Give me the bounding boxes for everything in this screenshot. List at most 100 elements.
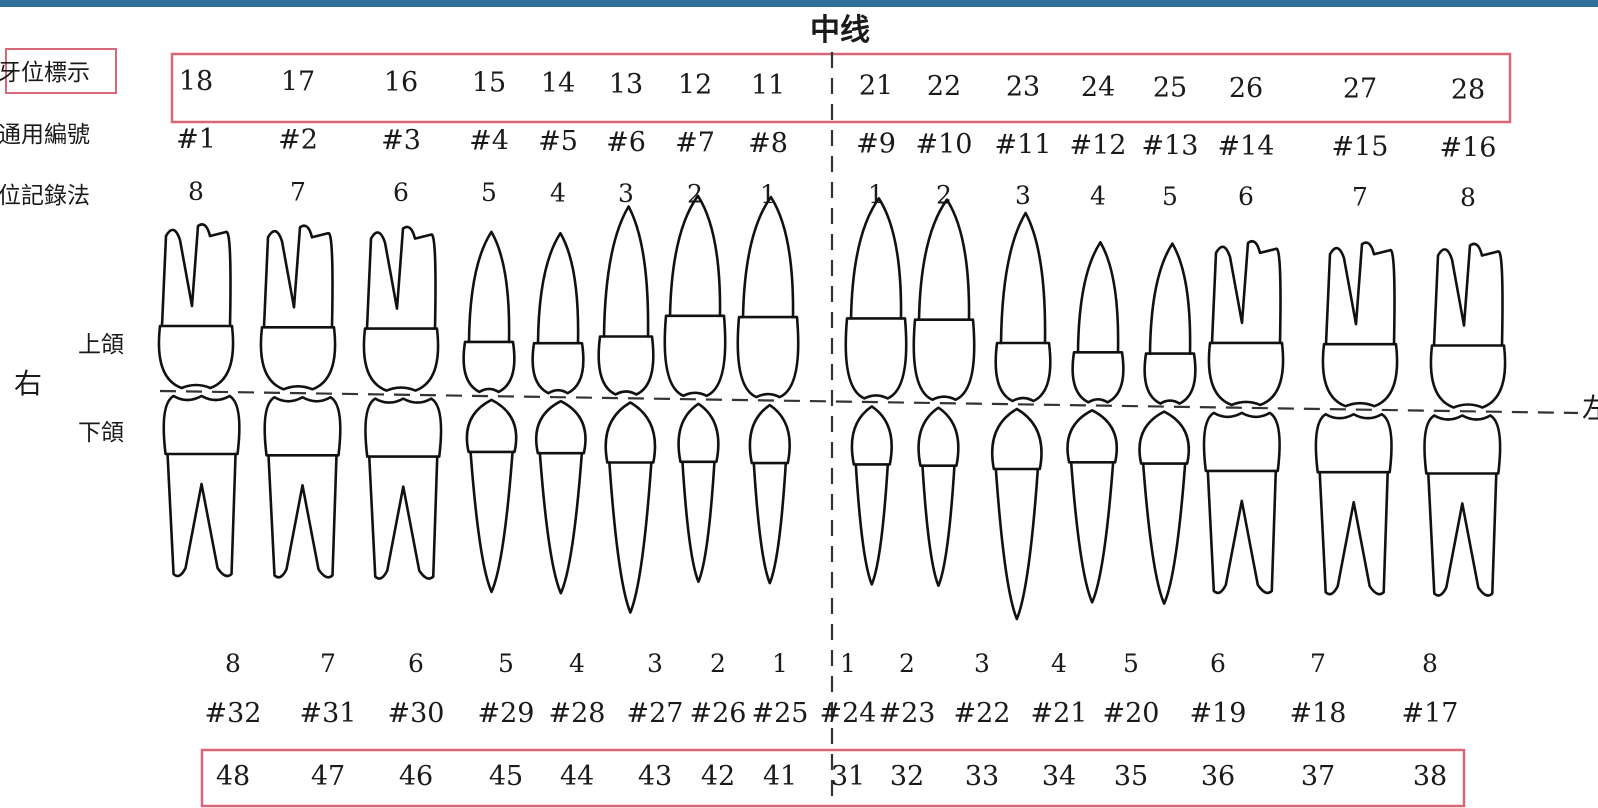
lower-palmer-number: 3 bbox=[974, 649, 990, 678]
lower-tooth-root bbox=[1428, 474, 1496, 596]
upper-tooth-root bbox=[538, 233, 578, 343]
upper-universal-number: #4 bbox=[469, 126, 509, 157]
lower-palmer-number: 4 bbox=[569, 649, 585, 678]
lower-universal-number: #18 bbox=[1290, 698, 1347, 729]
upper-tooth-crown bbox=[364, 329, 438, 391]
lower-tooth-crown bbox=[365, 399, 441, 457]
upper-universal-number: #6 bbox=[606, 127, 646, 158]
upper-universal-number: #13 bbox=[1142, 131, 1199, 162]
upper-fdi-number: 25 bbox=[1153, 73, 1187, 104]
upper-fdi-number: 21 bbox=[859, 70, 893, 101]
upper-tooth-crown bbox=[1323, 344, 1397, 406]
lower-universal-number: #23 bbox=[879, 698, 936, 729]
upper-fdi-number: 11 bbox=[751, 70, 785, 101]
lower-fdi-number: 36 bbox=[1201, 761, 1235, 792]
lower-palmer-number: 2 bbox=[710, 649, 726, 678]
upper-tooth-root bbox=[1212, 241, 1281, 343]
upper-tooth-root bbox=[1434, 244, 1503, 346]
lower-universal-number: #25 bbox=[752, 698, 809, 729]
upper-palmer-number: 8 bbox=[1460, 183, 1476, 212]
lower-tooth-crown bbox=[852, 406, 892, 464]
upper-fdi-number: 14 bbox=[541, 68, 575, 99]
lower-palmer-number: 5 bbox=[1123, 649, 1139, 678]
upper-tooth-root bbox=[1150, 244, 1190, 354]
lower-tooth-root bbox=[996, 469, 1038, 619]
lower-tooth-root bbox=[1143, 464, 1185, 604]
lower-fdi-number: 34 bbox=[1042, 761, 1076, 792]
lower-tooth-root bbox=[609, 463, 651, 613]
upper-tooth-crown bbox=[738, 317, 798, 397]
upper-universal-number: #3 bbox=[381, 125, 421, 156]
upper-fdi-frame bbox=[172, 54, 1510, 122]
lower-fdi-number: 41 bbox=[763, 761, 797, 792]
upper-tooth-crown bbox=[1209, 343, 1283, 405]
upper-tooth-root bbox=[743, 197, 793, 317]
upper-tooth-crown bbox=[914, 320, 974, 400]
lower-fdi-number: 46 bbox=[399, 761, 433, 792]
upper-tooth-root bbox=[264, 226, 333, 328]
upper-tooth-crown bbox=[1145, 354, 1196, 404]
upper-tooth-root bbox=[1078, 242, 1118, 352]
upper-universal-number: #16 bbox=[1440, 132, 1497, 163]
lower-tooth-crown bbox=[1140, 412, 1189, 464]
lower-fdi-number: 48 bbox=[216, 761, 250, 792]
lower-fdi-number: 33 bbox=[965, 761, 999, 792]
upper-tooth-root bbox=[670, 196, 720, 316]
lower-tooth-crown bbox=[1204, 413, 1280, 471]
upper-tooth-crown bbox=[846, 318, 906, 398]
lower-palmer-number: 3 bbox=[647, 649, 663, 678]
upper-tooth-root bbox=[604, 207, 648, 337]
upper-tooth-root bbox=[162, 224, 231, 326]
lower-tooth-root bbox=[540, 453, 582, 593]
lower-tooth-root bbox=[471, 452, 513, 592]
lower-fdi-number: 47 bbox=[311, 761, 345, 792]
lower-tooth-root bbox=[1208, 471, 1276, 593]
upper-universal-number: #7 bbox=[675, 127, 715, 158]
lower-palmer-number: 1 bbox=[840, 649, 856, 678]
upper-tooth-root bbox=[851, 198, 901, 318]
upper-palmer-number: 3 bbox=[618, 179, 634, 208]
upper-tooth-crown bbox=[599, 337, 654, 395]
lower-palmer-number: 7 bbox=[1310, 649, 1326, 678]
upper-tooth-root bbox=[1001, 213, 1045, 343]
lower-tooth-crown bbox=[919, 408, 959, 466]
lower-tooth-crown bbox=[606, 403, 655, 463]
lower-palmer-number: 7 bbox=[320, 649, 336, 678]
upper-fdi-number: 27 bbox=[1343, 74, 1377, 105]
upper-fdi-number: 22 bbox=[927, 71, 961, 102]
upper-palmer-number: 5 bbox=[1162, 182, 1178, 211]
lower-palmer-number: 8 bbox=[225, 649, 241, 678]
lower-universal-number: #24 bbox=[820, 698, 877, 729]
lower-tooth-root bbox=[269, 455, 337, 577]
lower-universal-number: #30 bbox=[388, 698, 445, 729]
lower-palmer-number: 2 bbox=[899, 649, 915, 678]
upper-universal-number: #10 bbox=[916, 129, 973, 160]
lower-palmer-number: 5 bbox=[498, 649, 514, 678]
upper-fdi-number: 13 bbox=[609, 69, 643, 100]
lower-fdi-number: 42 bbox=[701, 761, 735, 792]
upper-palmer-number: 3 bbox=[1015, 181, 1031, 210]
lower-palmer-number: 6 bbox=[1210, 649, 1226, 678]
lower-fdi-number: 35 bbox=[1114, 761, 1148, 792]
lower-tooth-crown bbox=[1316, 414, 1392, 472]
upper-fdi-number: 18 bbox=[179, 66, 213, 97]
lower-tooth-crown bbox=[164, 396, 240, 454]
lower-tooth-root bbox=[1071, 462, 1113, 602]
lower-tooth-crown bbox=[1425, 416, 1501, 474]
upper-universal-number: #15 bbox=[1332, 132, 1389, 163]
lower-universal-number: #19 bbox=[1190, 698, 1247, 729]
lower-universal-number: #21 bbox=[1031, 698, 1088, 729]
lower-tooth-crown bbox=[467, 400, 516, 452]
lower-tooth-crown bbox=[750, 405, 790, 463]
upper-universal-number: #5 bbox=[538, 126, 578, 157]
lower-tooth-crown bbox=[679, 404, 719, 462]
upper-fdi-number: 26 bbox=[1229, 73, 1263, 104]
left-side-label: 左 bbox=[1582, 392, 1598, 425]
lower-fdi-number: 45 bbox=[489, 761, 523, 792]
lower-universal-number: #31 bbox=[300, 698, 357, 729]
upper-universal-number: #12 bbox=[1070, 130, 1127, 161]
lower-tooth-root bbox=[682, 462, 714, 582]
upper-palmer-number: 8 bbox=[188, 177, 204, 206]
lower-tooth-root bbox=[168, 454, 236, 576]
lower-fdi-number: 38 bbox=[1413, 761, 1447, 792]
